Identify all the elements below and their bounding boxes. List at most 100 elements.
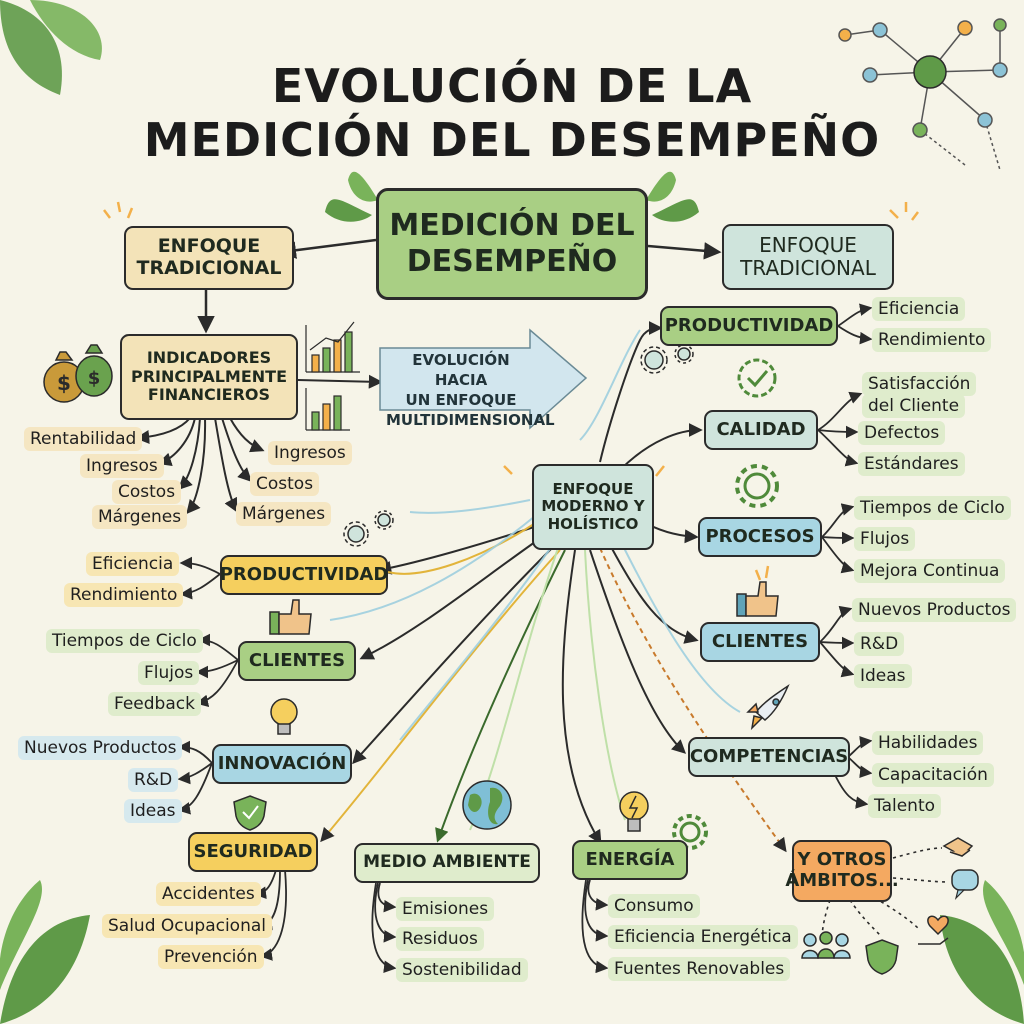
right-processes-leaf-2: Flujos — [854, 527, 916, 551]
money-bag-icon: $ $ — [43, 344, 113, 403]
globe-icon — [462, 780, 512, 830]
right-competencies-leaf-1: Habilidades — [872, 731, 984, 755]
page-title-line-2: MEDICIÓN DEL DESEMPEÑO — [143, 113, 881, 167]
fin-left-item-4: Márgenes — [92, 505, 188, 529]
left-productivity-leaf-1: Eficiencia — [86, 552, 180, 576]
evolution-label: EVOLUCIÓN HACIA UN ENFOQUE MULTIDIMENSIO… — [386, 350, 555, 430]
right-clients-leaf-2: R&D — [854, 632, 905, 656]
others-line-1: Y OTROS — [797, 849, 887, 871]
shield-icon — [233, 795, 899, 975]
energy-leaf-2: Eficiencia Energética — [608, 925, 798, 949]
central-line-2: DESEMPEÑO — [406, 244, 618, 279]
modern-line-1: ENFOQUE — [552, 480, 634, 499]
left-clients-leaf-2: Flujos — [138, 661, 200, 685]
evolution-line-2: UN ENFOQUE — [405, 391, 517, 409]
fin-left-item-2: Ingresos — [80, 454, 164, 478]
central-line-1: MEDICIÓN DEL — [389, 208, 635, 243]
left-clients-leaf-1: Tiempos de Ciclo — [46, 629, 203, 653]
left-productivity-leaf-2: Rendimiento — [64, 583, 184, 607]
right-node-clients: CLIENTES — [700, 622, 820, 662]
fin-left-item-1: Rentabilidad — [24, 427, 143, 451]
gear-icon — [343, 344, 779, 850]
right-traditional-line-2: TRADICIONAL — [740, 256, 876, 280]
rocket-icon — [746, 683, 790, 731]
lightbulb-icon — [270, 698, 298, 735]
right-clients-leaf-3: Ideas — [854, 664, 912, 688]
right-competencies-leaf-3: Talento — [868, 794, 942, 818]
indicators-line-1: INDICADORES — [146, 348, 272, 368]
right-quality-leaf-3: Defectos — [858, 421, 946, 445]
left-node-clients: CLIENTES — [238, 641, 356, 681]
indicators-line-2: PRINCIPALMENTE — [130, 366, 287, 386]
svg-text:$: $ — [88, 368, 101, 389]
handshake-icon — [942, 837, 974, 857]
environment-leaf-2: Residuos — [396, 927, 484, 951]
environment-leaf-1: Emisiones — [396, 897, 495, 921]
right-node-processes: PROCESOS — [698, 517, 822, 557]
right-competencies-leaf-2: Capacitación — [872, 763, 994, 787]
energy-leaf-3: Fuentes Renovables — [608, 957, 791, 981]
svg-text:$: $ — [57, 371, 71, 395]
fin-right-item-1: Ingresos — [268, 441, 352, 465]
modern-line-3: HOLÍSTICO — [547, 514, 639, 533]
bar-chart-icon — [305, 321, 360, 431]
fin-right-item-2: Costos — [250, 472, 320, 496]
network-icon — [838, 18, 1008, 171]
left-security-leaf-2: Salud Ocupacional — [102, 914, 272, 938]
left-traditional-line-1: ENFOQUE — [157, 235, 261, 258]
left-clients-leaf-3: Feedback — [108, 692, 201, 716]
left-node-innovation: INNOVACIÓN — [212, 744, 352, 784]
thumbs-up-icon — [269, 581, 779, 635]
right-processes-leaf-1: Tiempos de Ciclo — [854, 496, 1011, 520]
leaf-icon — [0, 880, 90, 1024]
check-badge-icon — [737, 358, 777, 398]
left-security-leaf-3: Prevención — [158, 945, 264, 969]
right-node-productivity: PRODUCTIVIDAD — [660, 306, 838, 346]
heart-hand-icon — [918, 915, 949, 945]
right-node-competencies: COMPETENCIAS — [688, 737, 850, 777]
modern-line-2: MODERNO Y — [541, 497, 645, 516]
page-title-line-1: EVOLUCIÓN DE LA — [271, 59, 753, 113]
evolution-line-1: EVOLUCIÓN HACIA — [412, 351, 510, 389]
right-clients-leaf-1: Nuevos Productos — [852, 598, 1017, 622]
right-productivity-leaf-2: Rendimiento — [872, 328, 992, 352]
right-processes-leaf-3: Mejora Continua — [854, 559, 1006, 583]
left-security-leaf-1: Accidentes — [156, 882, 261, 906]
evolution-arrow — [379, 328, 588, 430]
right-quality-leaf-4: Estándares — [858, 452, 965, 476]
right-quality-leaf-2: del Cliente — [862, 394, 966, 418]
left-innovation-leaf-2: R&D — [128, 768, 179, 792]
bottom-node-energy: ENERGÍA — [572, 840, 688, 880]
leaf-icon — [940, 880, 1024, 1024]
right-productivity-leaf-1: Eficiencia — [872, 297, 966, 321]
left-node-security: SEGURIDAD — [188, 832, 318, 872]
evolution-line-3: MULTIDIMENSIONAL — [386, 411, 555, 429]
others-line-2: ÁMBITOS... — [785, 870, 899, 891]
fin-right-item-3: Márgenes — [236, 502, 332, 526]
right-node-quality: CALIDAD — [704, 410, 818, 450]
right-quality-leaf-1: Satisfacción — [862, 372, 977, 396]
fin-left-item-3: Costos — [112, 480, 182, 504]
right-traditional-line-1: ENFOQUE — [759, 233, 857, 257]
energy-leaf-1: Consumo — [608, 894, 700, 918]
left-innovation-leaf-1: Nuevos Productos — [18, 736, 183, 760]
environment-leaf-3: Sostenibilidad — [396, 958, 528, 982]
people-icon — [801, 931, 851, 959]
leaf-icon — [0, 0, 102, 95]
bottom-node-environment: MEDIO AMBIENTE — [354, 843, 540, 883]
left-node-productivity: PRODUCTIVIDAD — [220, 555, 388, 595]
left-traditional-line-2: TRADICIONAL — [136, 257, 282, 279]
left-innovation-leaf-3: Ideas — [124, 799, 182, 823]
chat-icon — [951, 869, 979, 900]
indicators-line-3: FINANCIEROS — [147, 385, 271, 405]
energy-bulb-icon — [619, 791, 649, 832]
leaf-icon — [325, 171, 699, 222]
